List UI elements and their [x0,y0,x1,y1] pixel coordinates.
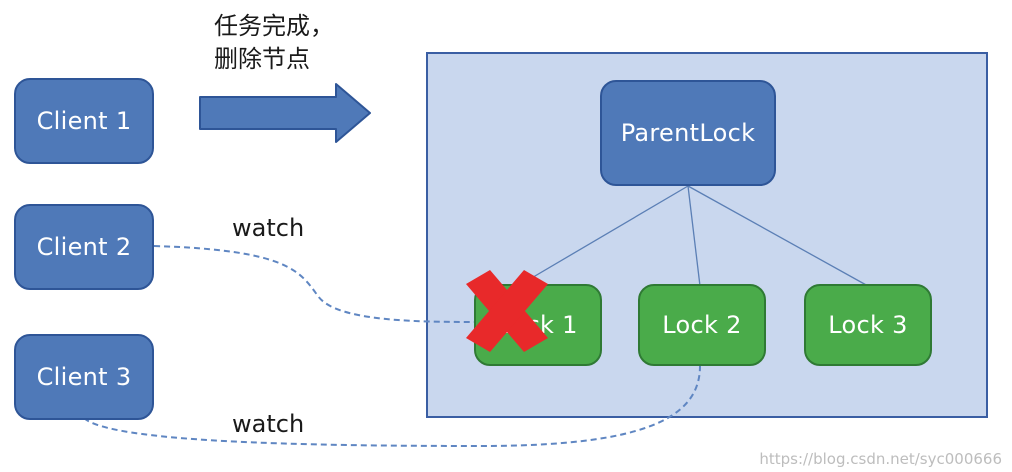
instruction-label: 任务完成， 删除节点 [214,10,334,76]
lock-2-node: Lock 2 [638,284,766,366]
lock-1-node: Lock 1 [474,284,602,366]
watch-label-1: watch [232,214,305,242]
lock-3-node: Lock 3 [804,284,932,366]
client-2-label: Client 2 [36,233,132,261]
watermark-text: https://blog.csdn.net/syc000666 [759,450,1002,468]
instruction-line-1: 任务完成， [214,12,334,40]
task-complete-arrow [199,83,371,143]
parent-lock-node: ParentLock [600,80,776,186]
watch-label-2: watch [232,410,305,438]
client-3-node: Client 3 [14,334,154,420]
instruction-line-2: 删除节点 [214,45,310,73]
client-3-label: Client 3 [36,363,132,391]
lock-2-label: Lock 2 [662,311,742,339]
client-1-node: Client 1 [14,78,154,164]
client-2-node: Client 2 [14,204,154,290]
client-1-label: Client 1 [36,107,132,135]
lock-1-label: Lock 1 [498,311,578,339]
parent-lock-label: ParentLock [620,119,756,147]
lock-3-label: Lock 3 [828,311,908,339]
